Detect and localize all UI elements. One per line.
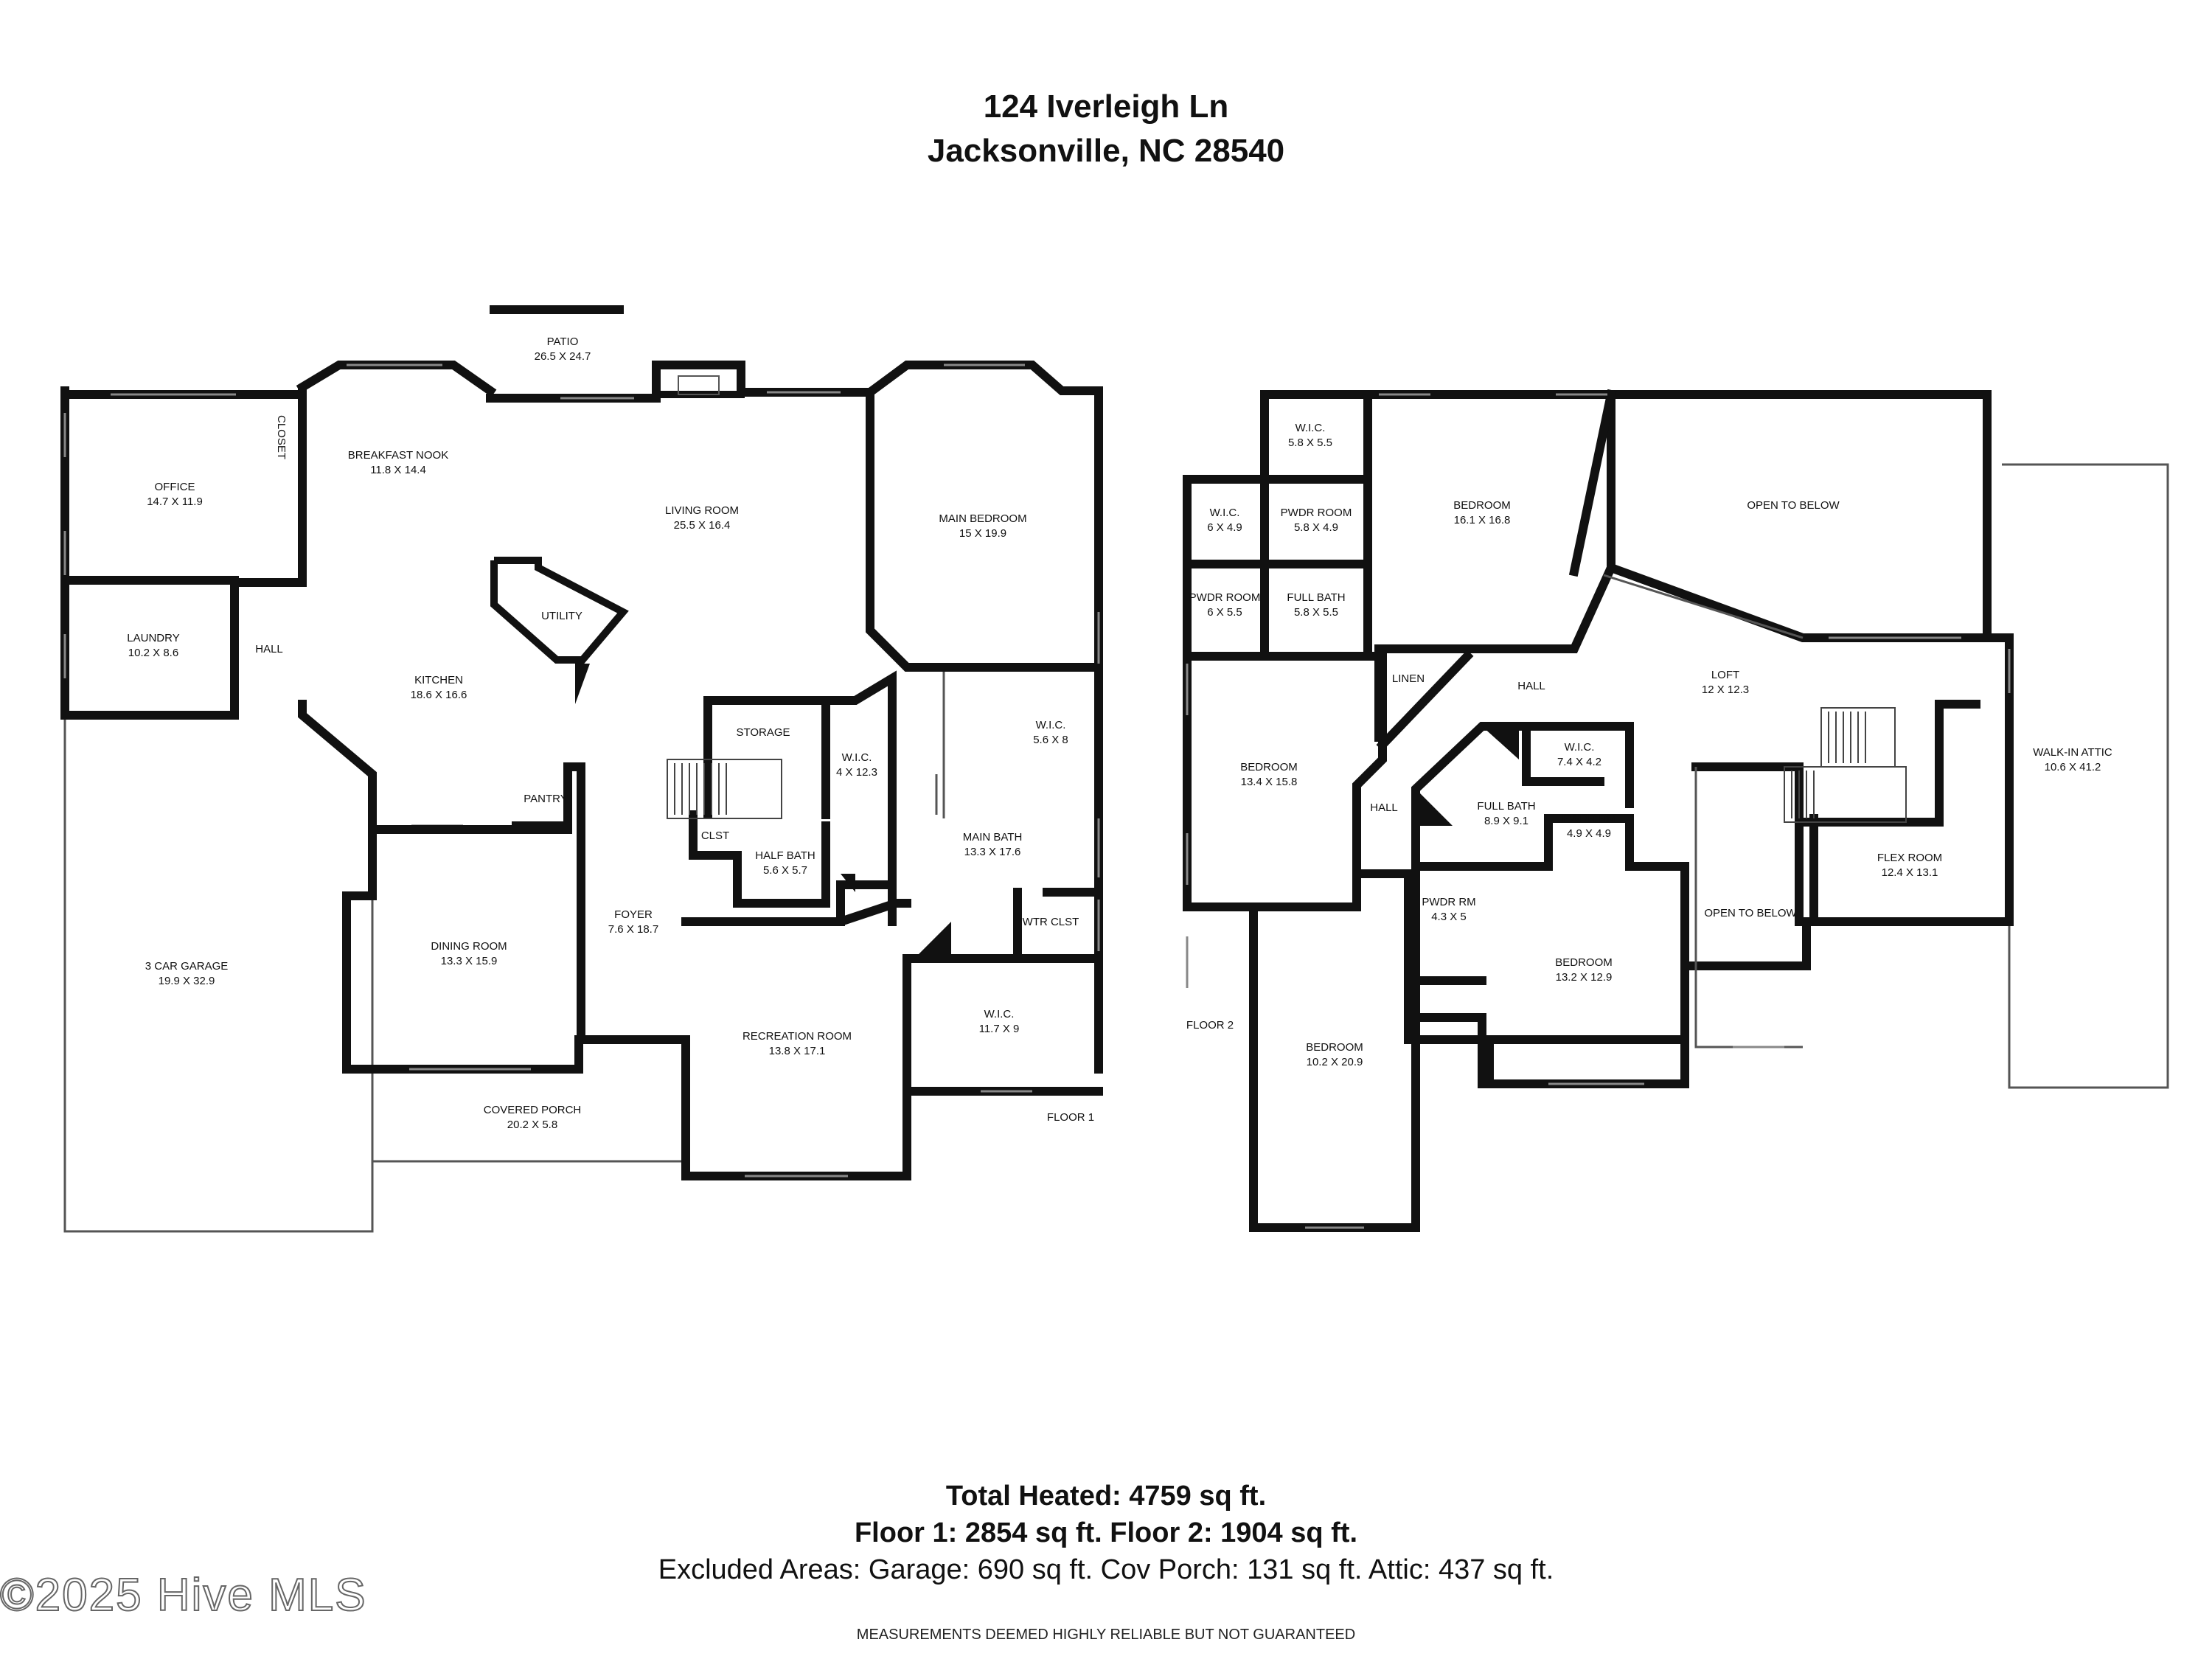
f1-office-dim: 14.7 X 11.9 bbox=[147, 495, 203, 508]
f2-loft-name: LOFT bbox=[1711, 669, 1739, 681]
f1-living-room-dim: 25.5 X 16.4 bbox=[674, 519, 731, 532]
f2-pwdr-room-b-name: PWDR ROOM bbox=[1189, 591, 1261, 604]
f1-hall-name: HALL bbox=[255, 643, 283, 655]
f1-half-bath-dim: 5.6 X 5.7 bbox=[763, 864, 807, 877]
f2-flex-room-dim: 12.4 X 13.1 bbox=[1882, 866, 1938, 879]
floor1-labels: PATIO 26.5 X 24.7 OFFICE 14.7 X 11.9 CLO… bbox=[127, 335, 1094, 1131]
f2-full-bath-b-dim: 8.9 X 9.1 bbox=[1484, 815, 1528, 827]
f1-wic-a-dim: 4 X 12.3 bbox=[836, 766, 877, 779]
f1-laundry-name: LAUNDRY bbox=[127, 632, 179, 644]
excluded-areas: Excluded Areas: Garage: 690 sq ft. Cov P… bbox=[658, 1554, 1554, 1585]
f2-wic-a-dim: 5.8 X 5.5 bbox=[1288, 437, 1332, 449]
f1-patio-name: PATIO bbox=[547, 335, 579, 348]
f2-bedroom-c-name: BEDROOM bbox=[1555, 956, 1613, 969]
f1-storage-name: STORAGE bbox=[736, 726, 790, 739]
f2-hall-b-name: HALL bbox=[1370, 801, 1398, 814]
address-line-1: 124 Iverleigh Ln bbox=[983, 88, 1229, 125]
floor2-labels: W.I.C. 5.8 X 5.5 BEDROOM 16.1 X 16.8 OPE… bbox=[1186, 422, 2112, 1068]
f2-full-bath-a-dim: 5.8 X 5.5 bbox=[1294, 606, 1338, 619]
f1-living-room-name: LIVING ROOM bbox=[665, 504, 739, 517]
floor2-label: FLOOR 2 bbox=[1186, 1019, 1234, 1032]
f2-pwdr-room-b-dim: 6 X 5.5 bbox=[1207, 606, 1242, 619]
f1-wic-b-dim: 5.6 X 8 bbox=[1033, 734, 1068, 746]
f2-wic-b-dim: 6 X 4.9 bbox=[1207, 521, 1242, 534]
f1-kitchen-dim: 18.6 X 16.6 bbox=[411, 689, 467, 701]
f2-wic-c-dim: 7.4 X 4.2 bbox=[1557, 756, 1601, 768]
f2-pwdr-room-a-name: PWDR ROOM bbox=[1281, 507, 1352, 519]
f1-half-bath-name: HALF BATH bbox=[755, 849, 815, 862]
f2-bedroom-c-dim: 13.2 X 12.9 bbox=[1556, 971, 1613, 984]
f1-main-bath-dim: 13.3 X 17.6 bbox=[964, 846, 1021, 858]
f1-wic-c-dim: 11.7 X 9 bbox=[979, 1023, 1020, 1035]
f2-loft-dim: 12 X 12.3 bbox=[1702, 684, 1749, 696]
f2-walk-in-attic-dim: 10.6 X 41.2 bbox=[2045, 761, 2101, 773]
floor1-label: FLOOR 1 bbox=[1047, 1111, 1094, 1124]
f2-hall-a-name: HALL bbox=[1517, 680, 1545, 692]
watermark: ©2025 Hive MLS bbox=[0, 1569, 367, 1621]
f1-clst-name: CLST bbox=[701, 830, 729, 842]
f2-closet-name: CLOSET bbox=[1427, 975, 1471, 987]
f2-wic-b-name: W.I.C. bbox=[1210, 507, 1240, 519]
f2-pwdr-rm-b-dim: 4.3 X 5 bbox=[1431, 911, 1467, 923]
f2-pwdr-rm-b-name: PWDR RM bbox=[1422, 896, 1475, 908]
f1-kitchen-name: KITCHEN bbox=[414, 674, 463, 686]
f2-pwdr-rm-a-dim: 4.9 X 4.9 bbox=[1567, 827, 1611, 840]
f1-covered-porch-name: COVERED PORCH bbox=[484, 1104, 582, 1116]
f2-open-below-a-name: OPEN TO BELOW bbox=[1747, 499, 1840, 512]
f1-recreation-room-dim: 13.8 X 17.1 bbox=[769, 1045, 826, 1057]
f1-dining-room-dim: 13.3 X 15.9 bbox=[441, 955, 498, 967]
f2-bedroom-a-name: BEDROOM bbox=[1453, 499, 1511, 512]
f1-wtr-clst-name: WTR CLST bbox=[1023, 916, 1079, 928]
f1-wic-c-name: W.I.C. bbox=[984, 1008, 1015, 1020]
f1-foyer-name: FOYER bbox=[614, 908, 653, 921]
disclaimer: MEASUREMENTS DEEMED HIGHLY RELIABLE BUT … bbox=[856, 1627, 1356, 1643]
f1-wic-a-name: W.I.C. bbox=[842, 751, 872, 764]
f2-bedroom-b-name: BEDROOM bbox=[1240, 761, 1298, 773]
f2-full-bath-a-name: FULL BATH bbox=[1287, 591, 1345, 604]
f2-pwdr-room-a-dim: 5.8 X 4.9 bbox=[1294, 521, 1338, 534]
address-line-2: Jacksonville, NC 28540 bbox=[927, 133, 1285, 169]
f1-covered-porch-dim: 20.2 X 5.8 bbox=[507, 1119, 557, 1131]
f1-foyer-dim: 7.6 X 18.7 bbox=[608, 923, 658, 936]
f1-pantry-name: PANTRY bbox=[524, 793, 567, 805]
f2-full-bath-b-name: FULL BATH bbox=[1477, 800, 1535, 813]
f2-linen-name: LINEN bbox=[1392, 672, 1425, 685]
f2-wic-a-name: W.I.C. bbox=[1295, 422, 1326, 434]
f1-recreation-room-name: RECREATION ROOM bbox=[742, 1030, 852, 1043]
f1-garage-name: 3 CAR GARAGE bbox=[145, 960, 229, 973]
f1-breakfast-nook-dim: 11.8 X 14.4 bbox=[370, 464, 426, 476]
total-heated: Total Heated: 4759 sq ft. bbox=[945, 1481, 1267, 1512]
f2-bedroom-d-name: BEDROOM bbox=[1306, 1041, 1363, 1054]
f2-wic-c-name: W.I.C. bbox=[1565, 741, 1595, 754]
f1-closet-name: CLOSET bbox=[275, 415, 288, 459]
f1-laundry-dim: 10.2 X 8.6 bbox=[128, 647, 178, 659]
floor1-plan bbox=[60, 305, 1103, 1233]
f2-flex-room-name: FLEX ROOM bbox=[1877, 852, 1942, 864]
f2-walk-in-attic-name: WALK-IN ATTIC bbox=[2033, 746, 2112, 759]
floor2-plan bbox=[1183, 389, 2169, 1232]
f1-main-bedroom-name: MAIN BEDROOM bbox=[939, 512, 1026, 525]
f2-bedroom-a-dim: 16.1 X 16.8 bbox=[1454, 514, 1511, 526]
f1-garage-dim: 19.9 X 32.9 bbox=[159, 975, 215, 987]
f1-patio-dim: 26.5 X 24.7 bbox=[535, 350, 591, 363]
f1-main-bedroom-dim: 15 X 19.9 bbox=[959, 527, 1006, 540]
floor-areas: Floor 1: 2854 sq ft. Floor 2: 1904 sq ft… bbox=[854, 1517, 1358, 1548]
f2-bedroom-d-dim: 10.2 X 20.9 bbox=[1307, 1056, 1363, 1068]
f2-pwdr-rm-a-name: PWDR RM bbox=[1562, 813, 1615, 825]
f1-wic-b-name: W.I.C. bbox=[1036, 719, 1066, 731]
f1-breakfast-nook-name: BREAKFAST NOOK bbox=[348, 449, 448, 462]
f1-utility-name: UTILITY bbox=[541, 610, 582, 622]
f2-bedroom-b-dim: 13.4 X 15.8 bbox=[1241, 776, 1298, 788]
f1-main-bath-name: MAIN BATH bbox=[963, 831, 1023, 844]
f1-office-name: OFFICE bbox=[155, 481, 195, 493]
f2-open-below-b-name: OPEN TO BELOW bbox=[1704, 907, 1797, 919]
f1-dining-room-name: DINING ROOM bbox=[431, 940, 507, 953]
